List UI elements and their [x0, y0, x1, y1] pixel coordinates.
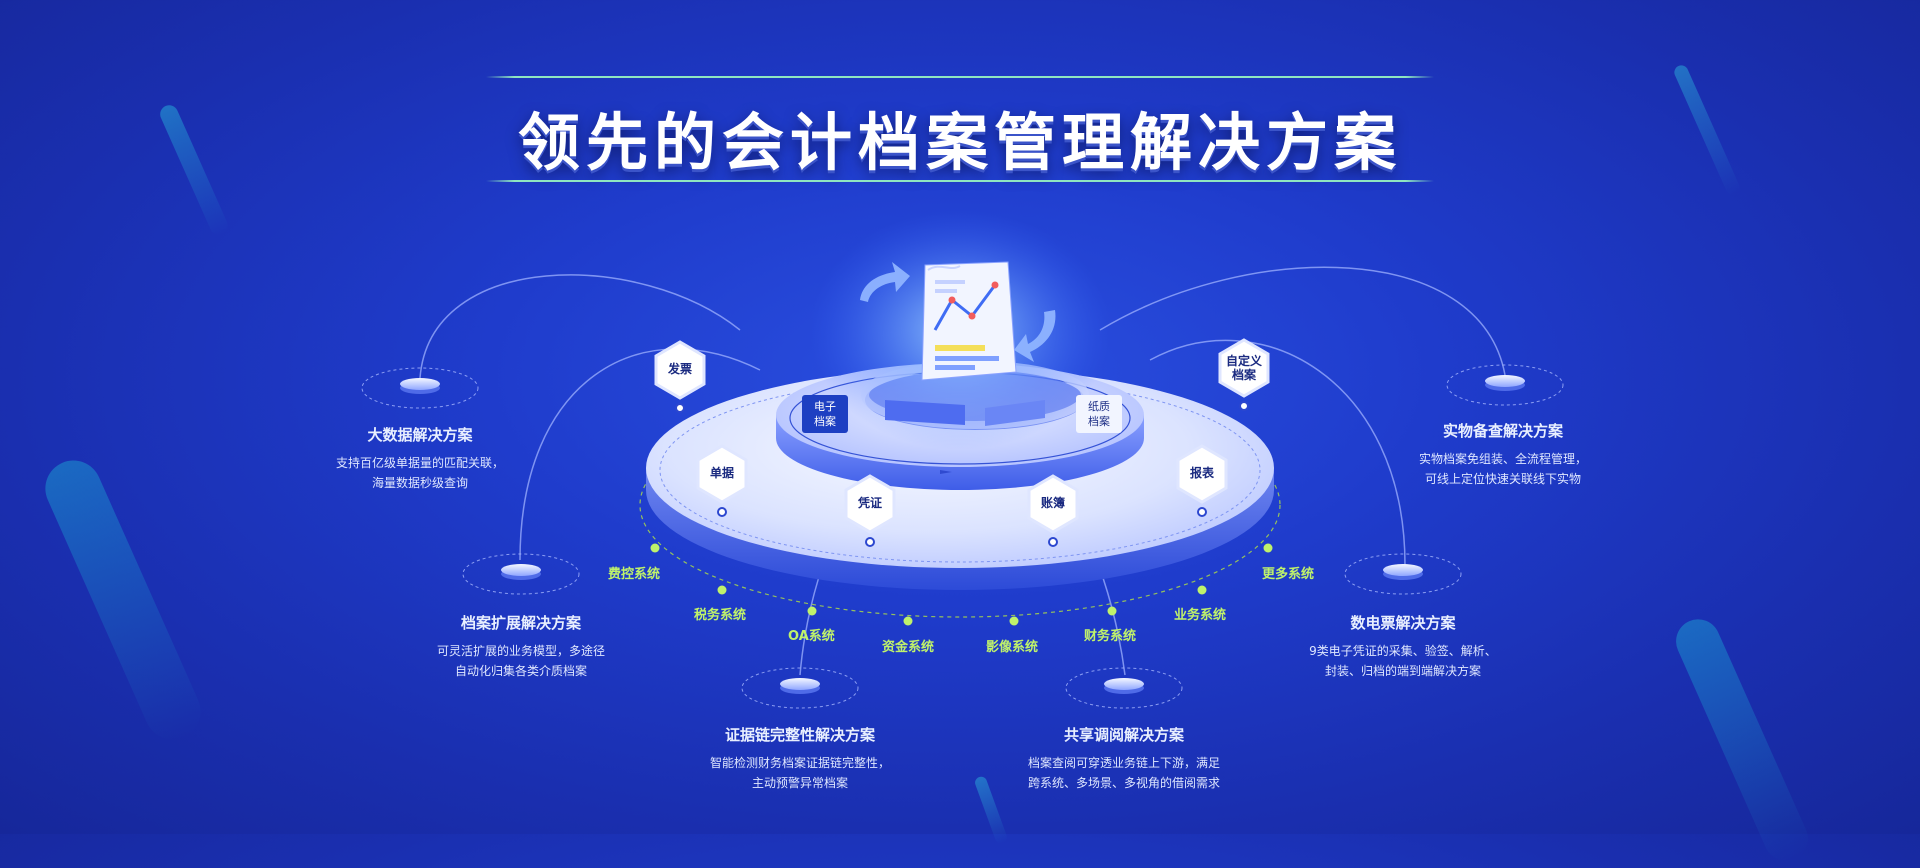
tag-paper-archive: 纸质 档案 — [1076, 395, 1122, 433]
solution-physical-check: 实物备查解决方案 实物档案免组装、全流程管理， 可线上定位快速关联线下实物 — [1338, 420, 1668, 489]
doc-label-danju: 单据 — [709, 466, 734, 480]
solution-digital-invoice: 数电票解决方案 9类电子凭证的采集、验签、解析、 封装、归档的端到端解决方案 — [1238, 612, 1568, 681]
title-block: 领先的会计档案管理解决方案 — [486, 74, 1434, 182]
title-rule — [486, 180, 1434, 182]
system-label: 业务系统 — [1174, 608, 1227, 623]
hexagon-icon — [844, 474, 896, 534]
solution-desc: 可灵活扩展的业务模型，多途径 — [436, 644, 605, 658]
solution-title: 共享调阅解决方案 — [1063, 726, 1184, 744]
cycle-arrow-icon — [860, 262, 1056, 362]
solution-title: 大数据解决方案 — [367, 426, 473, 444]
solution-big-data: 大数据解决方案 支持百亿级单据量的匹配关联， 海量数据秒级查询 — [255, 424, 585, 493]
system-label: 费控系统 — [608, 567, 661, 582]
hexagon-icon — [654, 340, 706, 400]
document-hexagons — [654, 338, 1270, 534]
doc-label-fapiao: 发票 — [667, 362, 692, 376]
doc-label-custom-line: 自定义 — [1225, 354, 1262, 368]
solution-title: 证据链完整性解决方案 — [724, 726, 875, 744]
title-rule — [486, 76, 1434, 78]
solution-desc: 跨系统、多场景、多视角的借阅需求 — [1027, 776, 1220, 790]
solution-desc: 海量数据秒级查询 — [371, 476, 468, 490]
system-label: 财务系统 — [1084, 629, 1137, 644]
solution-evidence-chain: 证据链完整性解决方案 智能检测财务档案证据链完整性， 主动预警异常档案 — [635, 724, 965, 793]
tag-line: 纸质 — [1088, 400, 1110, 413]
page-title: 领先的会计档案管理解决方案 — [517, 106, 1402, 179]
solution-desc: 可线上定位快速关联线下实物 — [1424, 472, 1581, 486]
solution-desc: 档案查阅可穿透业务链上下游，满足 — [1027, 756, 1220, 770]
doc-label-custom-line: 档案 — [1231, 368, 1256, 382]
solution-shared-access: 共享调阅解决方案 档案查阅可穿透业务链上下游，满足 跨系统、多场景、多视角的借阅… — [959, 724, 1289, 793]
system-label: 更多系统 — [1262, 567, 1315, 582]
tag-line: 档案 — [1088, 415, 1110, 428]
doc-label-pingzheng: 凭证 — [857, 496, 882, 510]
document-chart-icon — [921, 261, 1017, 381]
solution-archive-extension: 档案扩展解决方案 可灵活扩展的业务模型，多途径 自动化归集各类介质档案 — [356, 612, 686, 681]
node-disc-icon — [400, 375, 1525, 694]
tag-electronic-archive: 电子 档案 — [802, 395, 848, 433]
system-label: OA系统 — [788, 629, 835, 644]
solution-desc: 智能检测财务档案证据链完整性， — [709, 756, 890, 770]
solution-desc: 实物档案免组装、全流程管理， — [1418, 452, 1587, 466]
solution-title: 数电票解决方案 — [1350, 614, 1456, 632]
hexagon-icon — [1218, 338, 1270, 398]
doc-label-custom: 自定义 档案 — [1218, 354, 1270, 382]
solution-title: 实物备查解决方案 — [1442, 422, 1563, 440]
system-label: 影像系统 — [986, 640, 1039, 655]
solution-desc: 封装、归档的端到端解决方案 — [1324, 664, 1481, 678]
tag-line: 档案 — [814, 415, 836, 428]
system-label: 资金系统 — [882, 640, 935, 655]
doc-label-baobiao: 报表 — [1189, 466, 1214, 480]
solution-desc: 9类电子凭证的采集、验签、解析、 — [1309, 644, 1497, 658]
solution-desc: 主动预警异常档案 — [751, 776, 848, 790]
doc-label-zhangbu: 账簿 — [1040, 496, 1065, 510]
solution-title: 档案扩展解决方案 — [460, 614, 581, 632]
solution-desc: 支持百亿级单据量的匹配关联， — [335, 456, 504, 470]
hexagon-icon — [1027, 474, 1079, 534]
hexagon-icon — [1176, 444, 1228, 504]
system-label: 税务系统 — [694, 608, 747, 623]
solution-desc: 自动化归集各类介质档案 — [454, 664, 587, 678]
hexagon-icon — [696, 444, 748, 504]
tag-line: 电子 — [814, 400, 836, 413]
